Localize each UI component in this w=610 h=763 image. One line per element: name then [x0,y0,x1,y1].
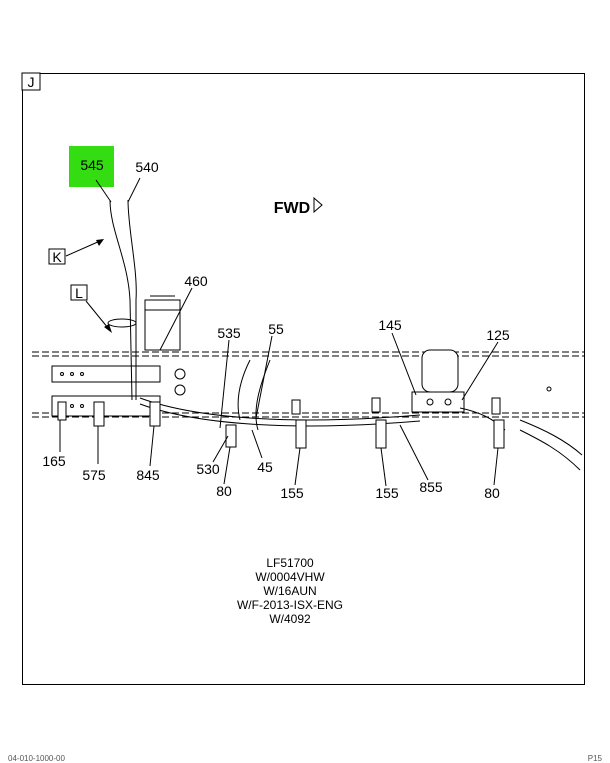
callout-165[interactable]: 165 [42,453,66,469]
callout-80-left[interactable]: 80 [216,483,232,499]
callout-55[interactable]: 55 [268,321,284,337]
note-line: W/F-2013-ISX-ENG [236,598,344,612]
corner-box [21,72,41,91]
footer-left: 04-010-1000-00 [8,754,65,763]
callout-80-right[interactable]: 80 [484,485,500,501]
diagram-frame [22,73,585,685]
callout-155-left[interactable]: 155 [280,485,304,501]
callout-855[interactable]: 855 [419,479,443,495]
view-label-k: K [52,249,62,265]
arrowhead-icon [96,239,104,246]
callout-155-right[interactable]: 155 [375,485,399,501]
rail-brackets [51,365,186,417]
callout-540[interactable]: 540 [135,159,159,175]
fwd-arrow-icon [313,196,323,214]
view-l-arrow [85,300,109,329]
callout-125[interactable]: 125 [486,327,510,343]
air-dryer-tank [144,295,181,351]
note-line: LF51700 [266,556,314,570]
footer-right: P15 [587,754,602,763]
note-line: W/16AUN [263,584,317,598]
view-label-l: L [75,285,83,301]
air-dryer-unit [411,349,465,413]
callout-545[interactable]: 545 [80,157,104,173]
application-notes: LF51700 W/0004VHW W/16AUN W/F-2013-ISX-E… [190,556,390,626]
view-box-l [70,284,88,301]
corner-label: J [28,74,35,90]
callout-460[interactable]: 460 [184,273,208,289]
fwd-label: FWD [274,200,310,217]
arrowhead-icon [104,324,112,333]
note-line: W/0004VHW [255,570,325,584]
view-box-k [48,248,66,265]
callout-575[interactable]: 575 [82,467,106,483]
callout-845[interactable]: 845 [136,467,160,483]
note-line: W/4092 [269,612,311,626]
callout-45[interactable]: 45 [257,459,273,475]
leader-lines [59,177,499,487]
highlight-box-545[interactable] [69,146,114,187]
callout-535[interactable]: 535 [217,325,241,341]
callout-530[interactable]: 530 [196,461,220,477]
air-lines [107,199,583,471]
callout-145[interactable]: 145 [378,317,402,333]
clamps [57,397,505,449]
view-k-arrow [65,240,101,257]
